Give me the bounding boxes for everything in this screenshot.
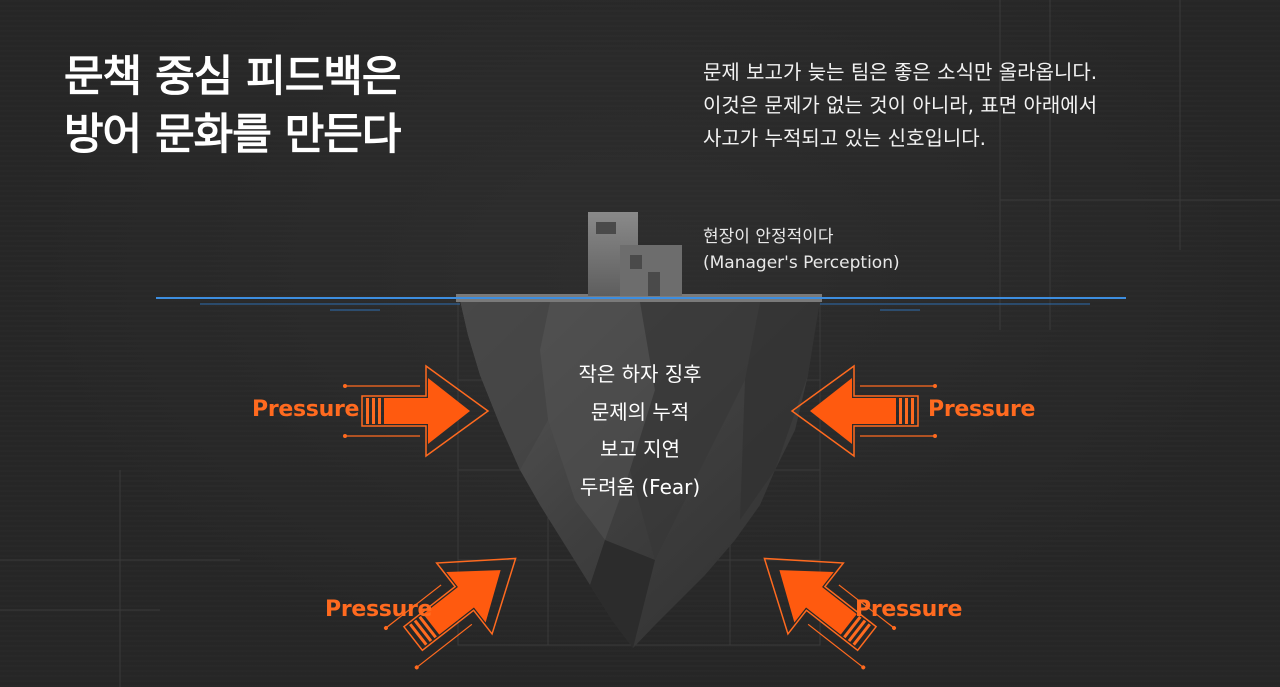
- title-line-1: 문책 중심 피드백은: [64, 52, 401, 102]
- underwater-list: 작은 하자 징후 문제의 누적 보고 지연 두려움 (Fear): [540, 356, 740, 506]
- description: 문제 보고가 늦는 팀은 좋은 소식만 올라옵니다. 이것은 문제가 없는 것이…: [703, 56, 1243, 155]
- description-line-1: 문제 보고가 늦는 팀은 좋은 소식만 올라옵니다.: [703, 60, 1098, 84]
- pressure-arrow-right-top: [790, 364, 937, 458]
- waterline: [156, 297, 1126, 311]
- surface-label: 현장이 안정적이다 (Manager's Perception): [703, 224, 900, 276]
- pressure-label-left-bottom: Pressure: [325, 597, 433, 622]
- underwater-item: 문제의 누적: [590, 399, 690, 424]
- iceberg-underwater: [460, 300, 820, 648]
- underwater-item: 작은 하자 징후: [578, 362, 702, 386]
- description-line-2: 이것은 문제가 없는 것이 아니라, 표면 아래에서: [703, 93, 1098, 117]
- pressure-arrow-left-top: [343, 364, 490, 458]
- pressure-label-right-bottom: Pressure: [855, 597, 963, 622]
- pressure-arrow-right-bottom: [763, 557, 897, 670]
- surface-label-line-1: 현장이 안정적이다: [703, 227, 834, 247]
- pressure-arrow-left-bottom: [383, 557, 517, 670]
- description-line-3: 사고가 누적되고 있는 신호입니다.: [703, 126, 987, 150]
- page-title: 문책 중심 피드백은 방어 문화를 만든다: [64, 48, 401, 164]
- pressure-label-left-top: Pressure: [252, 397, 360, 422]
- title-line-2: 방어 문화를 만든다: [64, 110, 401, 160]
- pressure-label-right-top: Pressure: [928, 397, 1036, 422]
- surface-label-line-2: (Manager's Perception): [703, 253, 900, 273]
- underwater-item: 보고 지연: [600, 437, 680, 461]
- underwater-item: 두려움 (Fear): [579, 474, 701, 499]
